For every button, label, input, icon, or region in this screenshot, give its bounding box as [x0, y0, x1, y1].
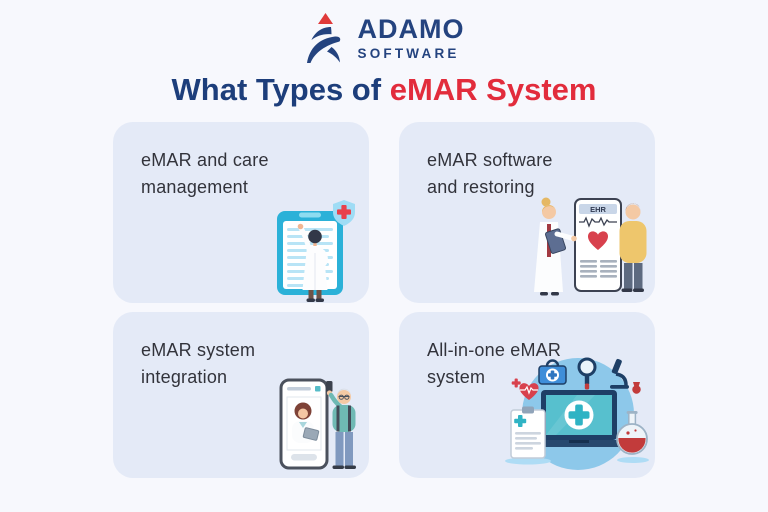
logo-tagline: SOFTWARE	[357, 45, 460, 61]
elderly-patient-telehealth-phone-illustration	[279, 378, 356, 470]
flask-icon	[616, 411, 648, 455]
heart-pulse-icon	[511, 378, 539, 400]
card-label: eMAR system integration	[141, 340, 256, 387]
doctor-patient-ehr-app-illustration: EHR	[534, 197, 647, 296]
small-flask-icon	[632, 382, 641, 394]
magnifier-icon	[577, 357, 597, 390]
microscope-icon	[610, 358, 629, 389]
patient-figure	[619, 203, 647, 292]
medical-laptop	[533, 390, 625, 447]
logo-text: ADAMO SOFTWARE	[357, 13, 465, 61]
title-highlight: eMAR System	[389, 72, 597, 107]
logo-name: ADAMO	[357, 13, 465, 44]
first-aid-kit-icon	[538, 359, 567, 385]
handheld-phone	[326, 381, 333, 392]
card-all-in-one-emar: All-in-one eMAR system	[399, 312, 655, 478]
card-emar-system-integration: eMAR system integration	[113, 312, 369, 478]
ehr-phone: EHR	[574, 198, 622, 292]
doctor-figure	[534, 197, 577, 296]
logo: ADAMO SOFTWARE	[0, 11, 768, 65]
clipboard-icon	[510, 406, 546, 459]
telehealth-phone	[279, 378, 329, 470]
heart-icon	[587, 231, 609, 250]
card-label: All-in-one eMAR system	[427, 340, 562, 387]
title-prefix: What Types of	[171, 72, 382, 107]
ecg-line-icon	[579, 216, 617, 228]
medical-laptop-lab-equipment-illustration	[505, 357, 649, 470]
adamo-logo-icon	[306, 13, 340, 63]
doctor-reviewing-medical-chart-illustration	[277, 200, 355, 302]
card-emar-software-restoring: eMAR software and restoring EHR	[399, 122, 655, 303]
card-emar-care-management: eMAR and care management	[113, 122, 369, 303]
card-label: eMAR and care management	[141, 150, 269, 197]
card-label: eMAR software and restoring	[427, 150, 553, 197]
ehr-label: EHR	[590, 205, 606, 214]
shield-cross-icon	[333, 200, 355, 226]
elderly-man-figure	[326, 381, 356, 469]
doctor-figure	[297, 223, 328, 302]
